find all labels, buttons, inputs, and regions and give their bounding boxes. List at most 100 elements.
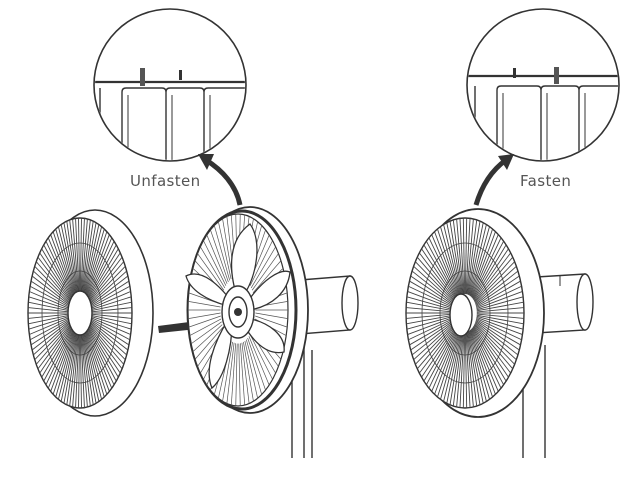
grille-spoke [29,291,71,310]
grille-spoke [475,280,521,308]
grille-spoke [474,265,517,304]
grille-spoke [469,330,490,400]
grille-spoke [459,218,465,295]
grille-spoke [250,246,276,289]
grille-spoke [85,237,113,299]
grille-spoke [52,231,76,297]
grille-spoke [434,329,460,395]
grille-spoke [28,301,70,312]
grille-spoke [79,331,82,408]
fasten-label: Fasten [520,172,571,190]
grille-spoke [476,317,522,341]
curved-arrow-up-icon [198,154,214,170]
grille-spoke [238,343,241,406]
grille-spoke [473,325,509,378]
grille-spoke [411,321,455,356]
grille-spoke [425,240,458,299]
grille-spoke [47,237,75,299]
grille-spoke [213,225,231,281]
grille-spoke [63,330,78,404]
grille-spoke [188,315,221,328]
grille-spoke [43,244,74,300]
grille-spoke [251,253,279,291]
grille-spoke [476,285,522,309]
grille-spoke [90,315,132,330]
grille-spoke [446,330,462,404]
grille-spoke [66,221,78,295]
grille-spoke [80,331,85,408]
grille-spoke [90,314,132,325]
grille-spoke [90,307,132,313]
front-grille-detached [27,209,154,417]
grille-spoke [456,331,464,408]
grille-spoke [245,339,263,395]
grille-spoke [408,285,454,309]
grille-spoke [475,275,520,306]
grille-spoke [89,317,131,341]
grille-spoke [471,328,499,392]
grille-spoke [89,275,129,306]
grille-spoke [82,331,94,405]
grille-spoke [50,328,75,392]
grille-spoke [459,331,465,408]
magnifier-fasten [466,8,620,162]
grille-spoke [428,237,459,299]
grille-spoke [437,329,460,398]
grille-spoke [248,336,270,386]
grille-spoke [476,314,524,325]
grille-spoke [476,313,524,319]
grille-spoke [189,318,222,336]
grille-spoke [188,312,221,319]
grille-spoke [406,314,454,325]
grille-spoke [89,321,127,356]
grille-spoke [409,318,455,346]
grille-spoke [75,331,80,408]
grille-spoke [473,252,512,302]
grille-spoke [63,222,78,296]
grille-spoke [247,337,266,391]
grille-spoke [255,315,288,328]
grille-spoke [57,330,77,400]
grille-spoke [409,280,455,308]
grille-spoke [81,218,88,295]
grille-spoke [431,234,459,298]
grille-spoke [434,231,460,297]
grille-spoke [88,261,125,304]
grille-spoke [60,330,77,402]
grille-spoke [39,252,73,302]
grille-spoke [241,342,250,404]
grille-spoke [406,296,454,311]
grille-spoke [418,252,457,302]
grille-spoke [194,327,224,360]
grille-spoke [88,256,123,303]
grille-spoke [406,301,454,312]
grille-spoke [45,241,74,299]
magnifier-unfasten [93,8,247,162]
grille-spoke [52,329,76,395]
grille-spoke [31,320,71,351]
grille-spoke [35,261,72,304]
grille-spoke [75,218,80,295]
grille-spoke [255,312,288,319]
grille-spoke [466,218,474,295]
grille-spoke [474,323,514,370]
grille-spoke [200,246,226,289]
grille-spoke [226,342,235,404]
grille-spoke [89,270,127,305]
grille-spoke [410,275,455,306]
grille-spoke [55,228,76,297]
grille-spoke [37,256,72,303]
grille-spoke [35,322,72,365]
grille-spoke [415,322,456,365]
grille-spoke [84,231,108,297]
grille-spoke [473,324,512,374]
grille-spoke [85,234,110,298]
grille-spoke [88,322,126,361]
grille-spoke [452,219,464,295]
grille-spoke [476,316,523,335]
grille-spoke [81,331,88,408]
grille-spoke [82,222,97,296]
grille-spoke [28,307,70,313]
grille-spoke [244,340,258,399]
grille-spoke [85,327,113,389]
